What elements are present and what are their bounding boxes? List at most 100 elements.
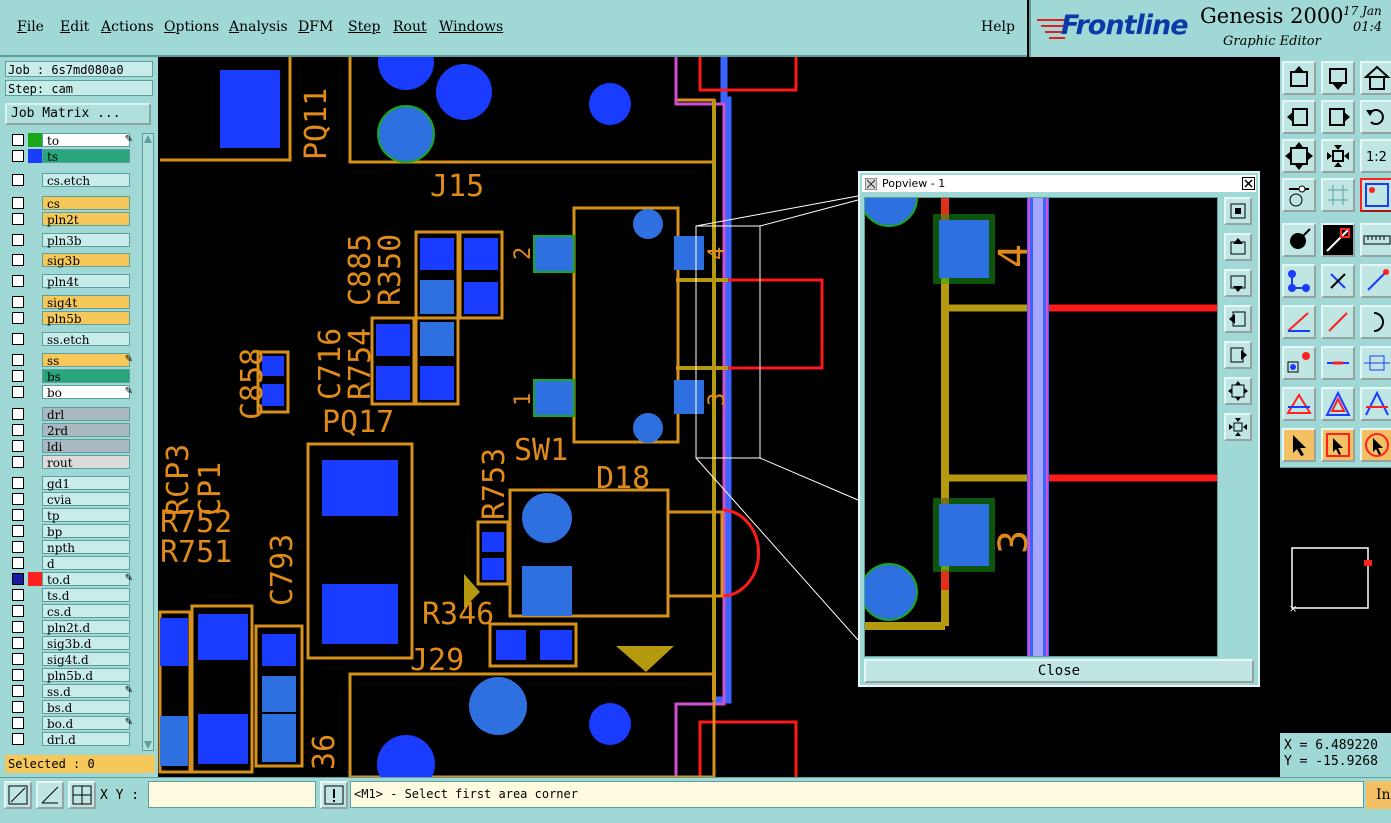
layer-name[interactable]: 2rd — [42, 423, 130, 438]
layer-row[interactable]: 2rd — [8, 423, 132, 438]
menu-windows[interactable]: Windows — [439, 19, 504, 35]
layer-color-swatch[interactable] — [28, 652, 42, 666]
layer-color-swatch[interactable] — [28, 233, 42, 247]
layer-row[interactable]: drl — [8, 407, 132, 422]
layer-row[interactable]: ss✎ — [8, 353, 133, 368]
zoom-area-button[interactable] — [4, 781, 32, 809]
layer-color-swatch[interactable] — [28, 636, 42, 650]
layer-color-swatch[interactable] — [28, 173, 42, 187]
popview-zoom-out-button[interactable] — [1224, 413, 1252, 441]
layer-checkbox[interactable] — [12, 254, 24, 266]
menu-analysis[interactable]: Analysis — [229, 19, 288, 35]
layer-row[interactable]: sig4t — [8, 295, 132, 310]
layer-checkbox[interactable] — [12, 701, 24, 713]
layer-color-swatch[interactable] — [28, 311, 42, 325]
layer-row[interactable]: bo✎ — [8, 385, 133, 400]
pan-up-button[interactable] — [1282, 61, 1316, 95]
popview-pan-right-button[interactable] — [1224, 341, 1252, 369]
redraw-button[interactable] — [1360, 100, 1391, 134]
layer-color-swatch[interactable] — [28, 332, 42, 346]
layer-checkbox[interactable] — [12, 296, 24, 308]
layer-checkbox[interactable] — [12, 653, 24, 665]
layer-color-swatch[interactable] — [28, 508, 42, 522]
layer-name[interactable]: rout — [42, 455, 130, 470]
layer-checkbox[interactable] — [12, 589, 24, 601]
layer-row[interactable]: bs.d — [8, 700, 132, 715]
layer-color-swatch[interactable] — [28, 684, 42, 698]
layer-color-swatch[interactable] — [28, 274, 42, 288]
popview-zoom-home-button[interactable] — [1224, 197, 1252, 225]
layer-row[interactable]: cs.etch — [8, 173, 132, 188]
add-pad-button[interactable] — [1282, 223, 1316, 257]
layer-checkbox[interactable] — [12, 354, 24, 366]
layer-name[interactable]: cs — [42, 196, 130, 211]
layer-name[interactable]: npth — [42, 540, 130, 555]
add-line-button[interactable] — [1321, 223, 1355, 257]
layer-color-swatch[interactable] — [28, 196, 42, 210]
layer-name[interactable]: sig4t — [42, 295, 130, 310]
layer-color-swatch[interactable] — [28, 133, 42, 147]
popview-zoom-in-button[interactable] — [1224, 377, 1252, 405]
layer-name[interactable]: ldi — [42, 439, 130, 454]
measure-angle-button[interactable] — [1282, 305, 1316, 339]
select-box-button[interactable] — [1321, 428, 1355, 462]
layer-row[interactable]: sig4t.d — [8, 652, 132, 667]
layer-name[interactable]: ss.d — [42, 684, 130, 699]
snap-button[interactable] — [1360, 178, 1391, 212]
layer-row[interactable]: cs.d — [8, 604, 132, 619]
layer-row[interactable]: ss.etch — [8, 332, 132, 347]
layer-checkbox[interactable] — [12, 685, 24, 697]
ruler-button[interactable] — [1360, 223, 1391, 257]
layer-color-swatch[interactable] — [28, 540, 42, 554]
select-button[interactable] — [1282, 428, 1316, 462]
layer-row[interactable]: pln2t — [8, 212, 132, 227]
layer-row[interactable]: to✎ — [8, 133, 133, 148]
layer-color-swatch[interactable] — [28, 149, 42, 163]
layer-checkbox[interactable] — [12, 440, 24, 452]
layer-row[interactable]: ss.d✎ — [8, 684, 133, 699]
menu-options[interactable]: Options — [164, 19, 220, 35]
layer-list-scrollbar[interactable] — [142, 133, 154, 751]
layer-color-swatch[interactable] — [28, 253, 42, 267]
graphic-canvas[interactable]: PQ11 J15 C885 R350 C716 R754 C858 PQ17 S… — [158, 57, 1280, 777]
layer-checkbox[interactable] — [12, 717, 24, 729]
info-button[interactable] — [320, 781, 348, 809]
layer-checkbox[interactable] — [12, 174, 24, 186]
layer-row[interactable]: bp — [8, 524, 132, 539]
layer-row[interactable]: sig3b — [8, 253, 132, 268]
layer-color-swatch[interactable] — [28, 407, 42, 421]
layer-checkbox[interactable] — [12, 408, 24, 420]
layer-checkbox[interactable] — [12, 669, 24, 681]
layer-name[interactable]: pln5b — [42, 311, 130, 326]
measure-settings-button[interactable] — [1282, 178, 1316, 212]
popview-pan-left-button[interactable] — [1224, 305, 1252, 333]
taper-button[interactable] — [1321, 387, 1355, 421]
layer-checkbox[interactable] — [12, 621, 24, 633]
layer-checkbox[interactable] — [12, 150, 24, 162]
layer-name[interactable]: drl — [42, 407, 130, 422]
zoom-1to2-button[interactable]: 1:2 — [1360, 139, 1391, 173]
layer-color-swatch[interactable] — [28, 353, 42, 367]
in-button[interactable]: In — [1366, 781, 1391, 809]
segment-button[interactable] — [1321, 346, 1355, 380]
layer-checkbox[interactable] — [12, 509, 24, 521]
pan-left-button[interactable] — [1282, 100, 1316, 134]
popview-close-button[interactable]: Close — [864, 659, 1254, 683]
job-matrix-button[interactable]: Job Matrix ... — [5, 103, 151, 125]
layer-color-swatch[interactable] — [28, 572, 42, 586]
pcb-drawing[interactable]: PQ11 J15 C885 R350 C716 R754 C858 PQ17 S… — [158, 57, 1280, 777]
layer-name[interactable]: sig4t.d — [42, 652, 130, 667]
popview-canvas[interactable]: 4 3 — [864, 197, 1218, 657]
grid-button[interactable] — [1321, 178, 1355, 212]
layer-row[interactable]: gd1 — [8, 476, 132, 491]
layer-color-swatch[interactable] — [28, 668, 42, 682]
layer-checkbox[interactable] — [12, 134, 24, 146]
layer-color-swatch[interactable] — [28, 700, 42, 714]
scroll-down-icon[interactable] — [144, 741, 152, 749]
layer-row[interactable]: tp — [8, 508, 132, 523]
layer-checkbox[interactable] — [12, 733, 24, 745]
layer-checkbox[interactable] — [12, 605, 24, 617]
pan-right-button[interactable] — [1321, 100, 1355, 134]
measure-button[interactable] — [36, 781, 64, 809]
layer-color-swatch[interactable] — [28, 588, 42, 602]
